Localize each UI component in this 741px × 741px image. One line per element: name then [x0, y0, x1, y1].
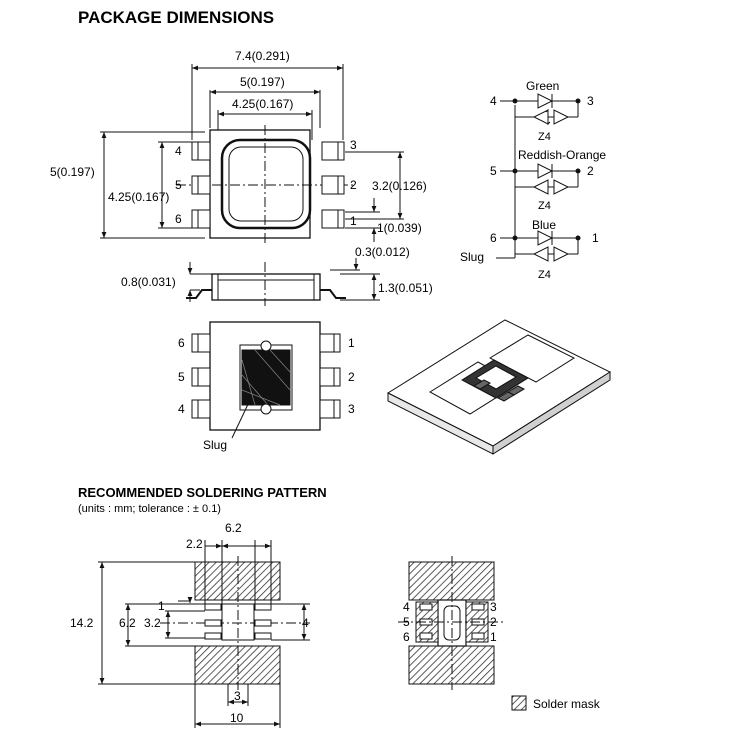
pin-label: 4: [175, 144, 182, 158]
pin-label: 6: [403, 630, 410, 644]
page-title: PACKAGE DIMENSIONS: [78, 8, 274, 27]
pin-label: 5: [403, 615, 410, 629]
pin-label: 3: [350, 138, 357, 152]
dim-body-width: 5(0.197): [240, 75, 285, 89]
dim-pin-width: 1(0.039): [377, 221, 422, 235]
zener-label: Z4: [538, 269, 551, 281]
dim-pin-span: 3.2(0.126): [372, 179, 427, 193]
zener-label: Z4: [538, 131, 551, 143]
pin-label: 1: [490, 630, 497, 644]
schematic-slug-label: Slug: [460, 250, 484, 264]
pin-label: 2: [348, 370, 355, 384]
dim-total-width: 7.4(0.291): [235, 49, 290, 63]
slug-label: Slug: [203, 438, 227, 452]
solder-mask-swatch: [511, 695, 527, 711]
dim-window-width: 4.25(0.167): [232, 97, 293, 111]
dim-gap: 3: [234, 689, 241, 703]
pin-label: 6: [175, 212, 182, 226]
solder-pattern-small: [398, 556, 506, 690]
channel-name: Blue: [532, 218, 556, 232]
dim-span: 6.2: [225, 521, 242, 535]
pin-label: 1: [348, 336, 355, 350]
dim-pitch: 1: [158, 599, 165, 613]
dim-total-w: 10: [230, 711, 244, 725]
dim-total-h: 14.2: [70, 616, 94, 630]
channel-pin-out: 3: [587, 94, 594, 108]
dim-inner-height: 4.25(0.167): [108, 190, 169, 204]
pin-label: 4: [403, 600, 410, 614]
dim-lead: 0.3(0.012): [355, 245, 410, 259]
dim-side-height: 1.3(0.051): [378, 281, 433, 295]
led-schematic: [496, 93, 581, 262]
pin-label: 2: [490, 615, 497, 629]
top-view: [100, 64, 404, 245]
soldering-title: RECOMMENDED SOLDERING PATTERN: [78, 485, 327, 500]
pin-label: 3: [348, 402, 355, 416]
pin-label: 4: [178, 402, 185, 416]
pin-label: 2: [350, 178, 357, 192]
channel-name: Green: [526, 79, 559, 93]
channel-pin-in: 4: [490, 94, 497, 108]
solder-pattern-large: [98, 540, 310, 728]
dim-inner-h: 3.2: [144, 616, 161, 630]
dim-mid-h: 6.2: [119, 616, 136, 630]
zener-label: Z4: [538, 200, 551, 212]
dim-pad-h: 4: [302, 616, 309, 630]
dim-height: 5(0.197): [50, 165, 95, 179]
legend-label: Solder mask: [533, 697, 601, 711]
channel-pin-in: 6: [490, 231, 497, 245]
pin-label: 3: [490, 600, 497, 614]
channel-name: Reddish-Orange: [518, 148, 606, 162]
channel-pin-out: 1: [592, 231, 599, 245]
channel-pin-in: 5: [490, 164, 497, 178]
pin-label: 5: [175, 178, 182, 192]
channel-pin-out: 2: [587, 164, 594, 178]
soldering-subtitle: (units : mm; tolerance : ± 0.1): [78, 503, 221, 515]
dim-pad-w: 2.2: [186, 537, 203, 551]
isometric-pcb-view: [386, 319, 612, 455]
bottom-view: [191, 321, 341, 439]
side-view: [186, 258, 380, 306]
pin-label: 6: [178, 336, 185, 350]
pin-label: 1: [350, 214, 357, 228]
dim-standoff: 0.8(0.031): [121, 275, 176, 289]
pin-label: 5: [178, 370, 185, 384]
